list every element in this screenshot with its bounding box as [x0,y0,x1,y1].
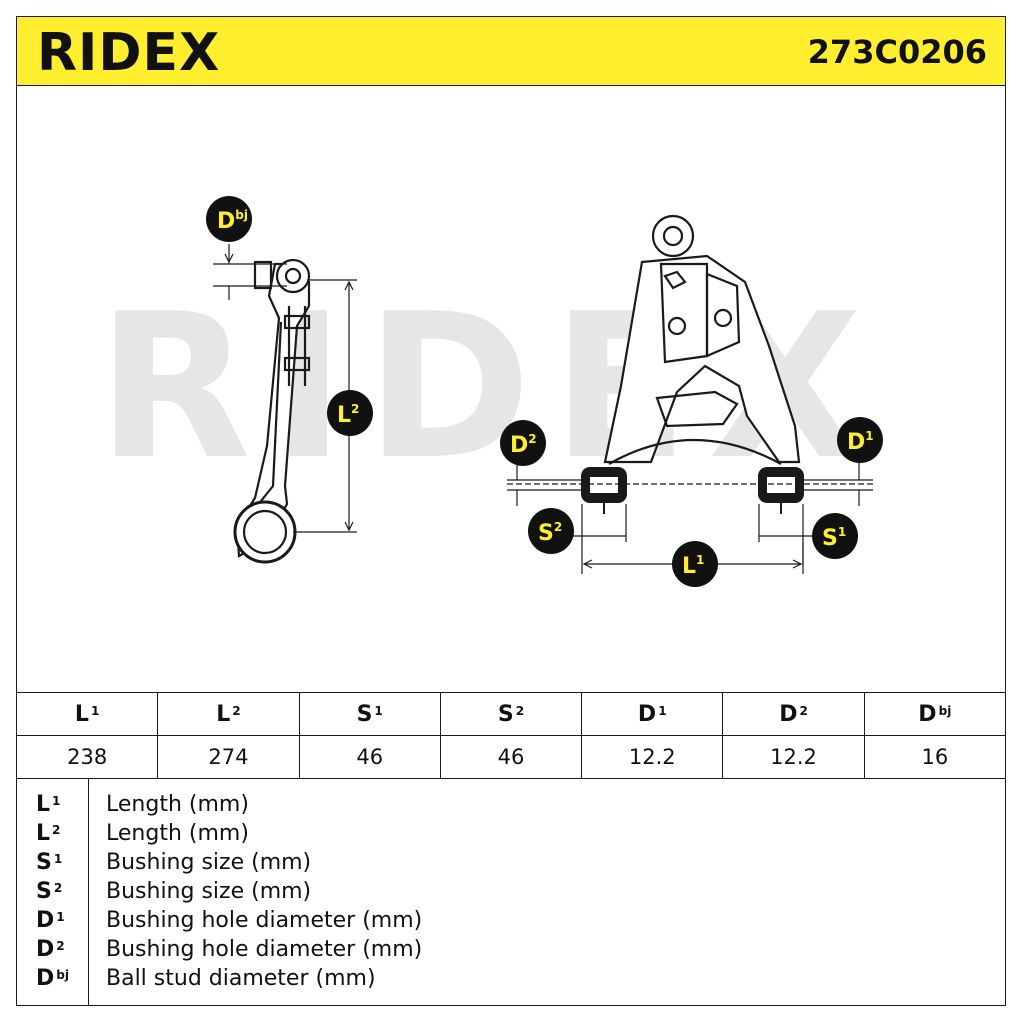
spec-value-cell: 238 [15,735,159,779]
ball-joint-top [651,214,695,258]
svg-text:S2: S2 [538,520,562,546]
svg-text:S1: S1 [822,525,846,551]
bolt-2 [713,308,733,328]
bushing-right [758,467,804,514]
spec-value-cell: 46 [298,735,441,779]
svg-text:D1: D1 [847,429,874,455]
legend-desc: Ball stud diameter (mm) [106,966,376,991]
spec-value-cell: 12.2 [722,735,865,779]
part-number: 273C0206 [807,33,987,71]
technical-drawing: RIDEX [97,196,883,587]
top-view-arm [603,214,801,465]
svg-text:L2: L2 [337,402,359,428]
legend-desc: Length (mm) [106,821,249,846]
svg-text:Dbj: Dbj [217,208,248,234]
spec-value-cell: 46 [439,735,583,779]
spec-value-cell: 16 [863,735,1007,779]
svg-text:L1: L1 [682,553,704,579]
legend-desc: Bushing hole diameter (mm) [106,908,423,933]
legend-desc: Length (mm) [106,792,249,817]
badge-d2: D2 [500,420,546,466]
badge-l1: L1 [672,541,718,587]
legend-desc: Bushing size (mm) [106,879,312,904]
header-bar: RIDEX 273C0206 [16,16,1006,86]
legend-desc: Bushing size (mm) [106,850,312,875]
badge-d1: D1 [837,417,883,463]
svg-text:D2: D2 [510,432,537,458]
badge-s2: S2 [528,508,574,554]
legend-divider [88,778,89,1006]
spec-value-row: 238 274 46 46 12.2 12.2 16 [15,735,1007,779]
bushing-left [581,467,627,514]
brand-logo: RIDEX [37,23,221,83]
dbj-dimension [213,244,287,300]
badge-l2: L2 [327,390,373,436]
badge-dbj: Dbj [206,196,252,242]
side-view-arm [233,258,311,564]
bolt-1 [667,316,687,336]
legend-desc: Bushing hole diameter (mm) [106,937,423,962]
badge-s1: S1 [812,513,858,559]
spec-value-cell: 274 [157,735,300,779]
spec-value-cell: 12.2 [581,735,724,779]
